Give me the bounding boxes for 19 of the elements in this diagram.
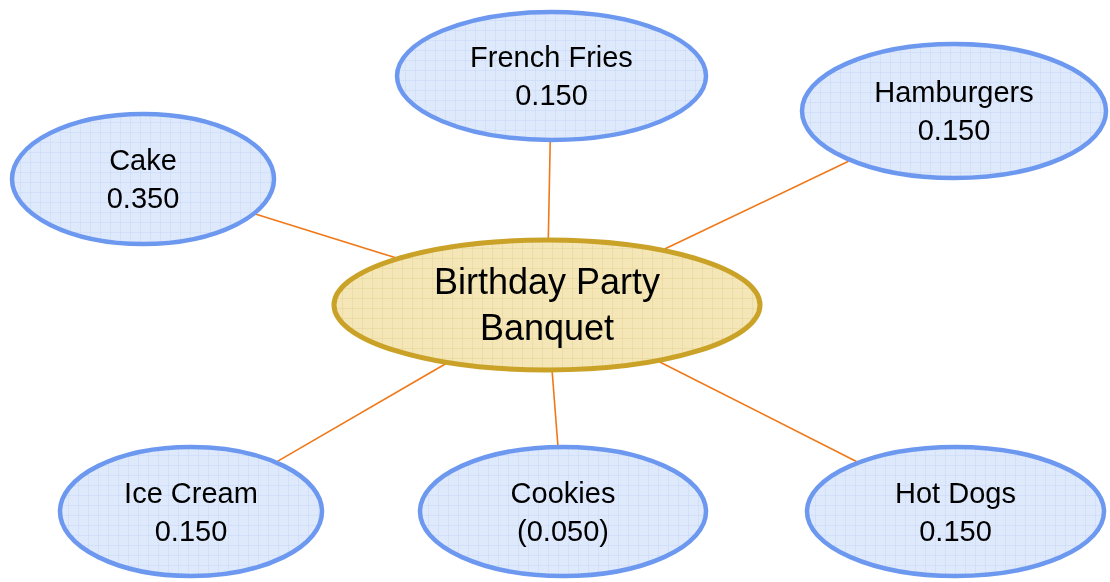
connector-line: [277, 363, 447, 462]
connector-line: [551, 371, 559, 446]
item-name: French Fries: [470, 40, 633, 75]
item-value: 0.150: [154, 513, 228, 549]
item-value: 0.150: [515, 78, 588, 113]
connector-line: [255, 213, 396, 259]
connector-line: [547, 141, 551, 239]
item-name: Hamburgers: [874, 75, 1034, 110]
item-value: 0.150: [919, 513, 992, 549]
connector-line: [659, 361, 858, 463]
item-name: Hot Dogs: [895, 475, 1016, 511]
connector-line: [663, 160, 850, 250]
item-value: 0.150: [917, 113, 991, 148]
item-name: Cake: [109, 143, 177, 178]
item-name: Ice Cream: [124, 475, 258, 511]
node-title: Birthday Party Banquet: [432, 260, 662, 350]
item-value: 0.350: [106, 181, 180, 216]
item-name: Cookies: [510, 475, 616, 511]
item-value: (0.050): [517, 513, 609, 549]
